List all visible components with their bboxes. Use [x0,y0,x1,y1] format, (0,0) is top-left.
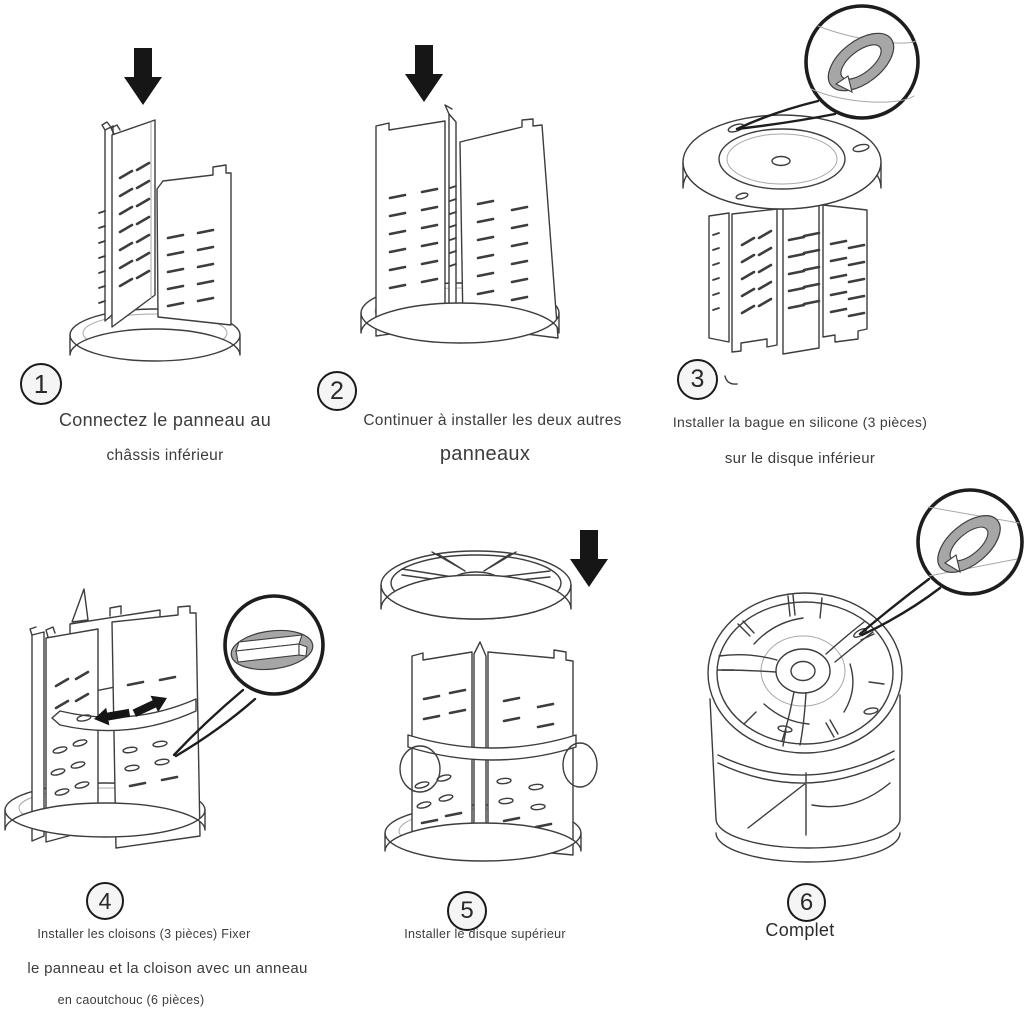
step-1-caption-line-2: châssis inférieur [106,447,224,464]
step-4-caption-line-2: le panneau et la cloison avec un anneau [27,960,308,977]
step-1-illustration [69,48,241,362]
step-2-caption-line-2: panneaux [439,443,531,465]
step-3-caption-line-2: sur le disque inférieur [724,450,876,467]
center-divider-panel [444,104,457,327]
standing-panel [156,164,232,326]
silicone-ring-slot [863,707,879,715]
oval-slots [414,774,546,811]
step-4-caption-line-1: Installer les cloisons (3 pièces) Fixer [37,927,251,941]
step-4-illustration [4,588,325,849]
down-arrow-icon [570,530,608,587]
panel-assembly [708,204,868,385]
step-4-caption-line-3: en caoutchouc (6 pièces) [57,993,205,1007]
step-5-caption-line-1: Installer le disque supérieur [404,927,566,941]
top-tray [707,592,903,754]
base-disc-front-rim [384,822,582,862]
side-ring [399,745,441,793]
step-2-badge: 2 [317,371,357,411]
oval-slots [50,739,90,796]
silicone-ring-slot [735,192,749,200]
shelf-partition [407,734,577,761]
down-arrow-icon [124,48,162,105]
center-hole [771,155,791,167]
tray-compartment-walls [721,594,885,747]
body-sides [709,694,901,820]
step-2-illustration [360,45,560,344]
body-shelves [717,750,895,836]
right-panel [111,605,201,849]
step-6-caption-line-1: Complet [765,920,835,940]
magnifier-callout [858,488,1024,637]
base-rim [715,818,901,863]
silicone-ring-slot [852,143,870,153]
step-4-badge: 4 [86,882,124,920]
base-disc-front-rim [69,328,241,362]
step-2-caption-line-1: Continuer à installer les deux autres [363,412,622,429]
top-disc-tray [380,550,572,620]
silicone-ring-slot [777,725,793,733]
left-panel [375,120,446,337]
step-5-badge: 5 [447,891,487,931]
step-3-badge: 3 [677,359,718,400]
step-1-badge: 1 [20,363,62,405]
panel-assembly [399,641,598,856]
step-6-illustration [707,488,1024,863]
step-6-badge: 6 [787,883,826,922]
magnifier-callout [172,594,325,758]
side-edge-panel [98,121,114,322]
magnifier-callout [735,4,920,131]
left-panel [29,626,99,843]
complete-organizer [707,592,903,863]
side-ring [562,742,598,788]
base-disc-front-rim [4,802,206,838]
inserted-panel [110,119,156,328]
center-hole [790,660,816,682]
base-disc-front-rim [360,302,560,344]
step-1-caption-line-1: Connectez le panneau au [58,410,272,430]
tray-mid-ring [753,617,854,725]
down-arrow-icon [405,45,443,102]
oval-slots [122,740,170,772]
bottom-disc [682,114,882,210]
step-5-illustration [380,530,608,862]
step-3-caption-line-1: Installer la bague en silicone (3 pièces… [672,414,928,430]
step-3-illustration [682,4,920,385]
